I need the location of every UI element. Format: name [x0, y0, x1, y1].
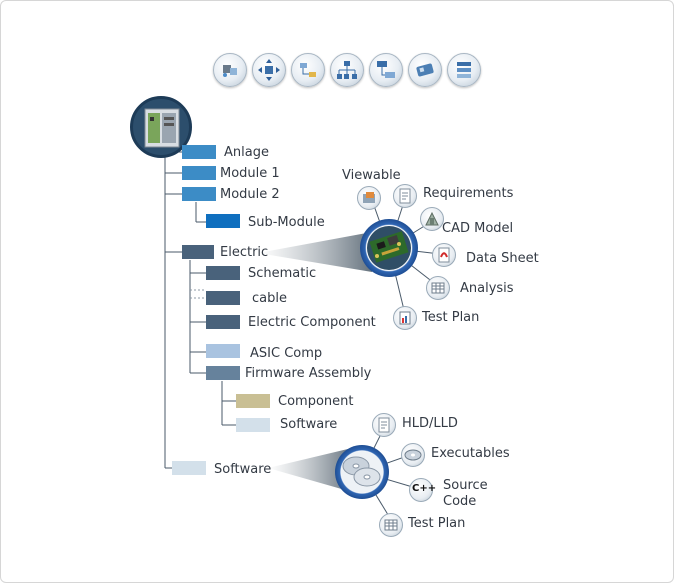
module2-label: Module 2: [220, 187, 280, 202]
component-box[interactable]: [236, 394, 270, 408]
test-plan-label: Test Plan: [422, 310, 480, 325]
discs-image: [342, 456, 381, 487]
submodule-box[interactable]: [206, 214, 240, 228]
asic-box[interactable]: [206, 344, 240, 358]
software-beam: [268, 448, 352, 492]
electric-component-box[interactable]: [206, 315, 240, 329]
cable-label: cable: [252, 291, 287, 306]
software-label: Software: [214, 462, 272, 477]
source-code-label-line2: Code: [443, 494, 477, 509]
transform-icon[interactable]: [213, 53, 247, 87]
software-test-plan-label: Test Plan: [408, 516, 466, 531]
data-sheet-icon[interactable]: [432, 243, 456, 267]
anlage-label: Anlage: [224, 145, 269, 160]
submodule-label: Sub-Module: [248, 215, 325, 230]
cable-box[interactable]: [206, 291, 240, 305]
data-sheet-label: Data Sheet: [466, 251, 539, 266]
arrows-icon[interactable]: [252, 53, 286, 87]
electric-label: Electric: [220, 245, 269, 260]
hld-lld-label: HLD/LLD: [402, 416, 458, 431]
schematic-box[interactable]: [206, 266, 240, 280]
component-label: Component: [278, 394, 354, 409]
hld-lld-icon[interactable]: [372, 413, 396, 437]
schematic-label: Schematic: [248, 266, 317, 281]
electric-beam: [258, 232, 372, 272]
software-box[interactable]: [172, 461, 206, 475]
test-plan-icon[interactable]: [393, 306, 417, 330]
electric-box[interactable]: [182, 245, 214, 259]
executables-icon[interactable]: [401, 443, 425, 467]
flowchart-icon[interactable]: [369, 53, 403, 87]
electric-component-label: Electric Component: [248, 315, 376, 330]
firmware-label: Firmware Assembly: [245, 366, 372, 381]
executables-label: Executables: [431, 446, 510, 461]
module1-label: Module 1: [220, 166, 280, 181]
machine-root-icon[interactable]: [130, 96, 192, 158]
requirements-icon[interactable]: [393, 184, 417, 208]
anlage-box[interactable]: [182, 145, 216, 159]
cad-model-icon[interactable]: [420, 207, 444, 231]
workflow-icon[interactable]: [291, 53, 325, 87]
module1-box[interactable]: [182, 166, 216, 180]
software-child-label: Software: [280, 417, 338, 432]
module2-box[interactable]: [182, 187, 216, 201]
analysis-icon[interactable]: [426, 276, 450, 300]
viewable-icon[interactable]: [357, 186, 381, 210]
requirements-label: Requirements: [423, 186, 514, 201]
software-child-box[interactable]: [236, 418, 270, 432]
viewable-label: Viewable: [342, 168, 401, 183]
source-code-label-line1: Source: [443, 478, 488, 493]
cpp-badge: C++: [412, 483, 437, 494]
hardware-icon[interactable]: [408, 53, 442, 87]
asic-label: ASIC Comp: [250, 346, 323, 361]
firmware-box[interactable]: [206, 366, 240, 380]
stack-icon[interactable]: [447, 53, 481, 87]
source-code-icon[interactable]: C++: [409, 478, 437, 502]
cad-model-label: CAD Model: [442, 221, 514, 236]
analysis-label: Analysis: [460, 281, 514, 296]
hierarchy-icon[interactable]: [330, 53, 364, 87]
software-test-plan-icon[interactable]: [379, 513, 403, 537]
pcb-image: [369, 231, 409, 263]
